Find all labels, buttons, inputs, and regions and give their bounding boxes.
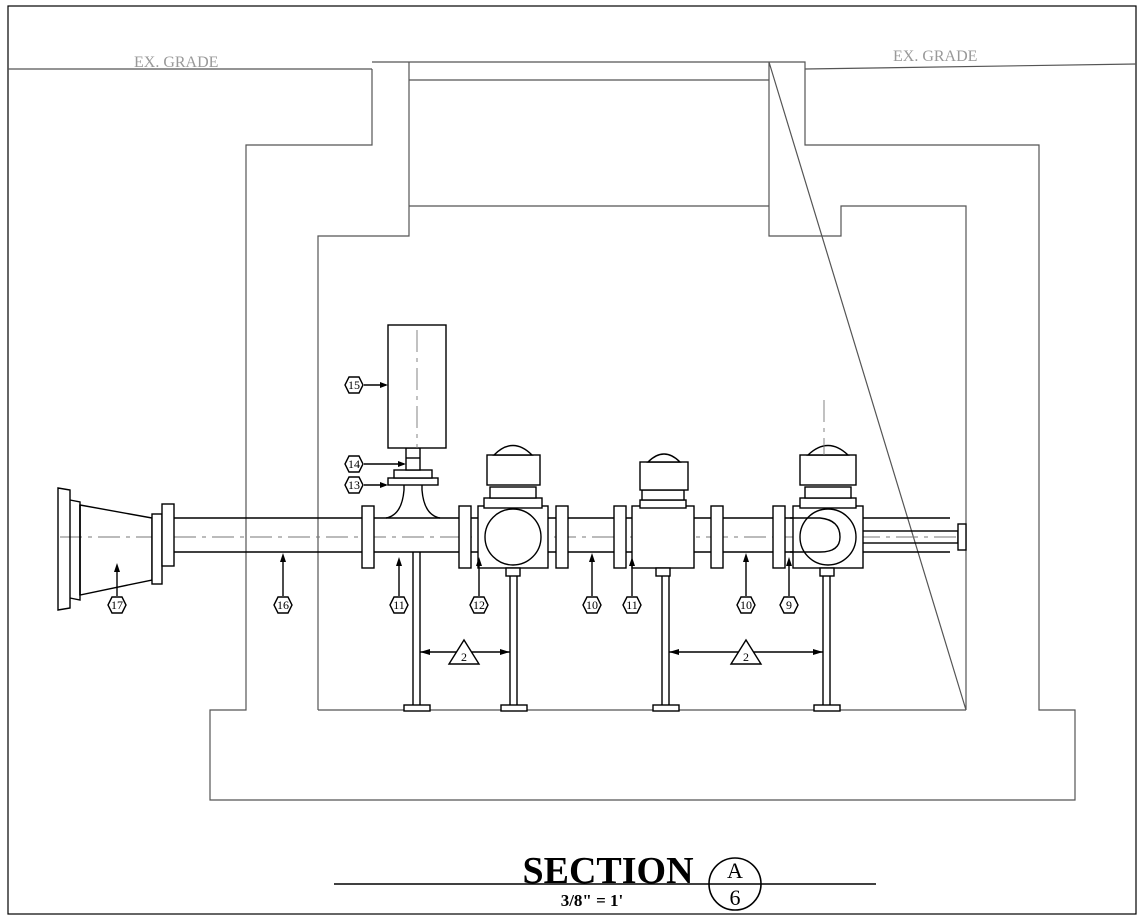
vault-structure [209, 61, 1076, 801]
callout-tag-11b: 11 [622, 596, 642, 614]
callout-tag-9: 9 [779, 596, 799, 614]
section-title-block: SECTION 3/8" = 1' A 6 [334, 850, 876, 911]
dimension-lines [420, 649, 823, 655]
revision-mark-2: 2 [729, 638, 763, 665]
tee-fitting [385, 447, 441, 519]
valve-2 [631, 453, 695, 577]
svg-text:12: 12 [473, 598, 485, 612]
svg-text:11: 11 [626, 598, 638, 612]
svg-text:2: 2 [743, 650, 749, 664]
svg-text:13: 13 [348, 478, 360, 492]
existing-grade: EX. GRADE EX. GRADE [8, 48, 1137, 71]
flanges [361, 505, 786, 569]
svg-text:9: 9 [786, 598, 792, 612]
callout-tag-13: 13 [344, 476, 364, 494]
pipe-supports [403, 552, 841, 712]
revision-mark-1: 2 [447, 638, 481, 665]
grade-label-right: EX. GRADE [893, 48, 977, 65]
svg-text:16: 16 [277, 598, 289, 612]
section-title: SECTION [522, 850, 693, 892]
svg-text:17: 17 [111, 598, 123, 612]
sheet-number: 6 [730, 885, 741, 910]
svg-text:14: 14 [348, 457, 360, 471]
sheet-border [7, 5, 1137, 915]
section-letter: A [727, 858, 743, 883]
control-box [387, 324, 447, 449]
svg-text:10: 10 [586, 598, 598, 612]
inlet-reducer [57, 487, 175, 611]
callout-tag-10b: 10 [736, 596, 756, 614]
svg-text:15: 15 [348, 378, 360, 392]
callout-tag-15: 15 [344, 376, 364, 394]
svg-text:11: 11 [393, 598, 405, 612]
callout-tag-10a: 10 [582, 596, 602, 614]
callout-tag-11a: 11 [389, 596, 409, 614]
callout-leaders [114, 382, 792, 596]
callout-tag-14: 14 [344, 455, 364, 473]
valve-3 [790, 400, 864, 577]
callout-tag-12: 12 [469, 596, 489, 614]
vault-outer-wall [209, 61, 1076, 801]
grade-label-left: EX. GRADE [134, 54, 218, 71]
callout-tag-17: 17 [107, 596, 127, 614]
valve-1 [477, 444, 549, 577]
section-scale: 3/8" = 1' [561, 891, 624, 910]
svg-text:2: 2 [461, 650, 467, 664]
callout-tag-16: 16 [273, 596, 293, 614]
svg-text:10: 10 [740, 598, 752, 612]
